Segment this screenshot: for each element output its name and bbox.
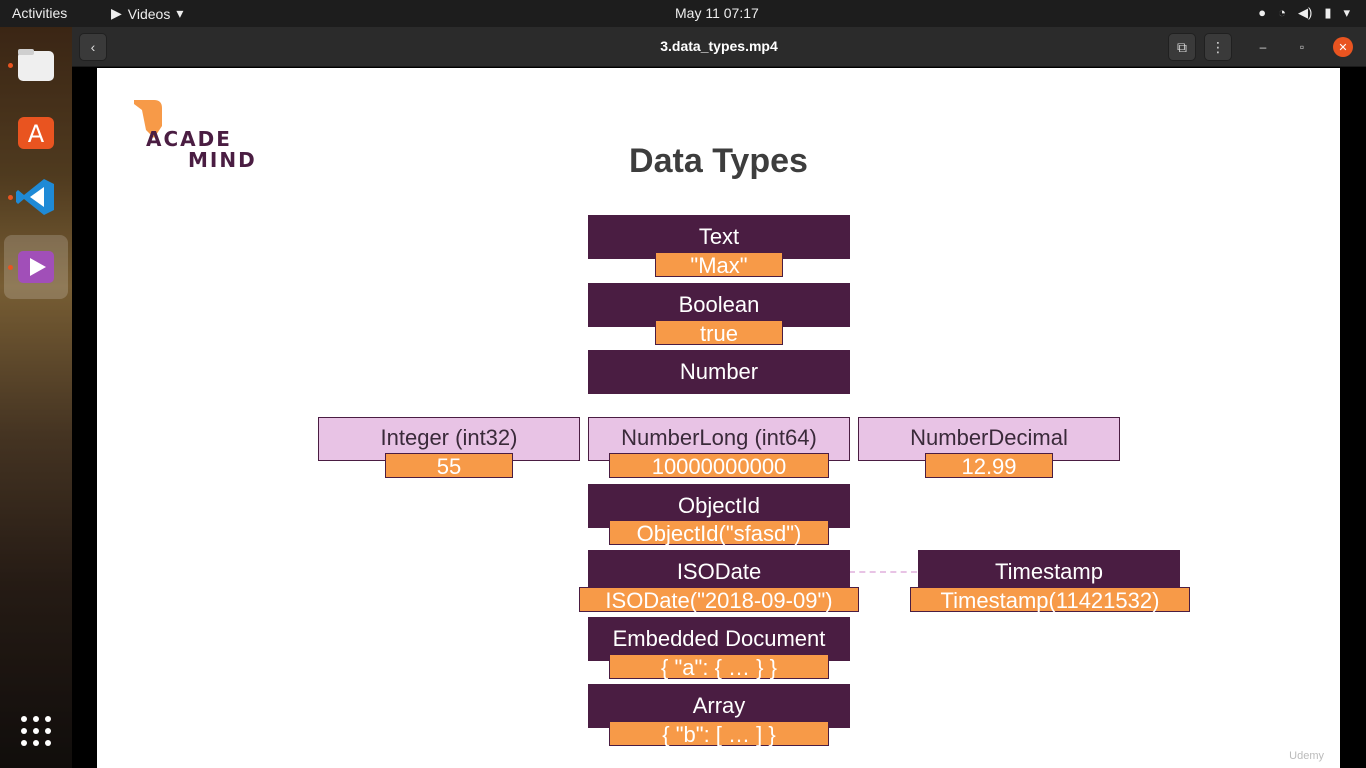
academind-logo-mark: ACADE MIND [134, 100, 257, 172]
battery-icon: ▮ [1324, 5, 1332, 20]
dock-files[interactable] [4, 33, 68, 97]
clock[interactable]: May 11 07:17 [675, 5, 759, 21]
app-grid-icon [21, 716, 51, 746]
dock: A [0, 27, 72, 768]
value-array: { "b": [ … ] } [609, 721, 829, 747]
video-player-window: ‹ 3.data_types.mp4 ⧉ ⋮ – ▫ ✕ ACADE MIND … [72, 27, 1366, 768]
value-objectid: ObjectId("sfasd") [609, 520, 829, 546]
videos-icon [18, 251, 54, 283]
show-apps-button[interactable] [4, 699, 68, 763]
fullscreen-button[interactable]: ⧉ [1168, 33, 1196, 61]
academind-logo: ACADE MIND [132, 98, 257, 175]
type-timestamp: Timestamp [918, 550, 1180, 594]
value-isodate: ISODate("2018-09-09") [579, 587, 859, 613]
menu-button[interactable]: ⋮ [1204, 33, 1232, 61]
value-integer: 55 [385, 453, 513, 479]
svg-text:A: A [28, 120, 45, 148]
logo-line1: ACADE [146, 127, 232, 151]
slide-title: Data Types [629, 142, 808, 180]
minimize-button[interactable]: – [1259, 40, 1267, 54]
running-indicator [8, 63, 13, 68]
app-menu[interactable]: ▶ Videos ▾ [111, 5, 183, 22]
value-timestamp: Timestamp(11421532) [910, 587, 1190, 613]
software-store-icon: A [18, 117, 54, 149]
chevron-down-icon: ▾ [1343, 5, 1350, 20]
value-numberlong: 10000000000 [609, 453, 829, 479]
volume-icon: ◀) [1297, 5, 1313, 20]
type-array: Array [588, 684, 850, 728]
value-numberdecimal: 12.99 [925, 453, 1053, 479]
system-tray[interactable]: ● ◔ ◀) ▮ ▾ [1258, 5, 1350, 21]
files-icon [18, 49, 54, 81]
top-bar: Activities ▶ Videos ▾ May 11 07:17 ● ◔ ◀… [0, 0, 1366, 27]
running-indicator [8, 195, 13, 200]
type-text: Text [588, 215, 850, 259]
play-icon: ▶ [111, 5, 122, 21]
header-bar: ‹ 3.data_types.mp4 ⧉ ⋮ – ▫ ✕ [72, 27, 1366, 67]
notification-icon[interactable]: ● [1258, 5, 1267, 20]
dock-videos[interactable] [4, 235, 68, 299]
value-boolean: true [655, 320, 783, 346]
video-frame[interactable]: ACADE MIND Data Types Text "Max" Boolean… [97, 68, 1340, 768]
chevron-left-icon: ‹ [90, 39, 96, 55]
back-button[interactable]: ‹ [79, 33, 107, 61]
kebab-menu-icon: ⋮ [1211, 38, 1225, 55]
value-embedded-document: { "a": { … } } [609, 654, 829, 680]
type-number: Number [588, 350, 850, 394]
udemy-watermark: Udemy [1289, 750, 1324, 762]
running-indicator [8, 265, 13, 270]
chevron-down-icon: ▾ [176, 5, 184, 21]
app-menu-label: Videos [127, 5, 171, 22]
wifi-icon: ◔ [1278, 5, 1286, 20]
close-button[interactable]: ✕ [1333, 37, 1353, 57]
fullscreen-icon: ⧉ [1177, 38, 1187, 55]
type-boolean: Boolean [588, 283, 850, 327]
dashed-connector [849, 571, 917, 573]
activities-button[interactable]: Activities [12, 5, 68, 21]
type-embedded-document: Embedded Document [588, 617, 850, 661]
window-title: 3.data_types.mp4 [660, 38, 778, 54]
vscode-icon [16, 179, 54, 215]
type-isodate: ISODate [588, 550, 850, 594]
logo-line2: MIND [188, 148, 257, 170]
maximize-button[interactable]: ▫ [1299, 40, 1305, 54]
value-text: "Max" [655, 252, 783, 278]
dock-software[interactable]: A [4, 99, 68, 163]
dock-vscode[interactable] [4, 165, 68, 229]
